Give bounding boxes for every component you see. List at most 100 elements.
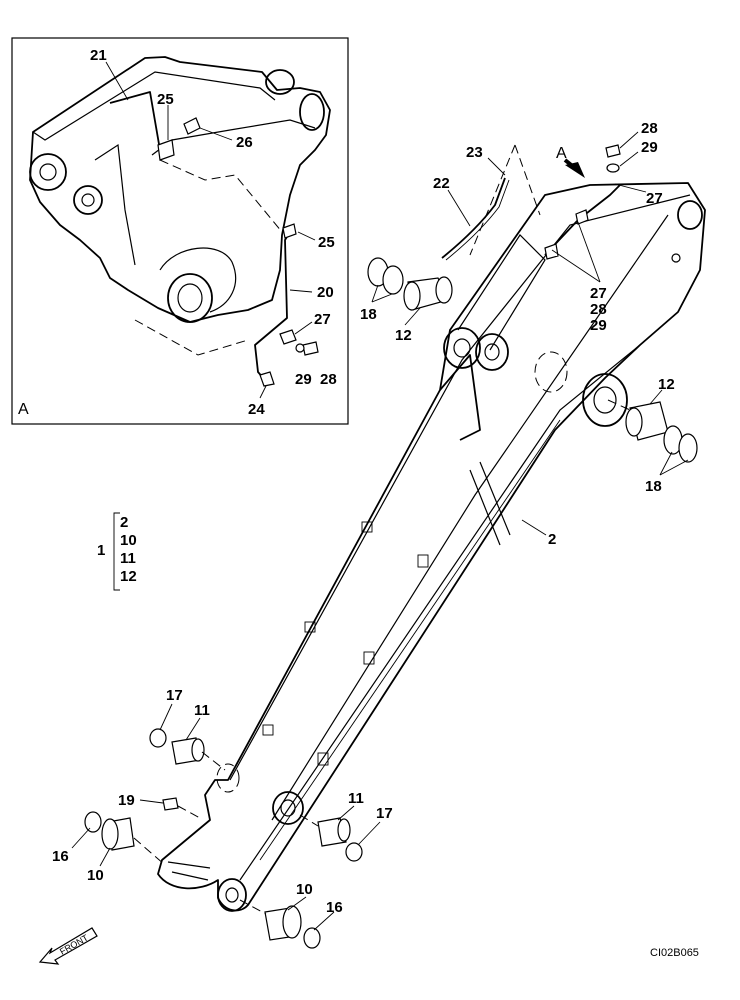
ring-17b [345, 842, 363, 862]
callout-29b: 29 [641, 139, 658, 156]
leader-12a [404, 307, 421, 326]
inset-right-lug [299, 93, 325, 131]
leader-10a [99, 847, 111, 867]
callout-10a: 10 [87, 867, 104, 884]
leader-22 [447, 189, 471, 227]
leader-18a-2 [371, 293, 393, 303]
boom-tip-eye [217, 878, 247, 912]
inset-plate-side [94, 143, 136, 266]
inset-guide-1 [159, 159, 283, 233]
dash-11a [201, 751, 226, 771]
boom-foot-eye-right [475, 333, 509, 371]
ring-18b-2 [678, 433, 698, 463]
leader-18b-1 [659, 451, 673, 476]
callout-11a: 11 [194, 702, 210, 719]
leader-21 [105, 61, 129, 101]
callout-26: 26 [236, 134, 253, 151]
callout-25b: 25 [318, 234, 335, 251]
callout-21: 21 [90, 47, 107, 64]
boom-tip-stripe [167, 861, 211, 881]
inset-frame [11, 37, 349, 425]
detail-view-a: A 21 25 26 25 20 27 29 28 24 [11, 37, 349, 425]
leader-10b [287, 896, 307, 911]
washer-29 [606, 163, 620, 173]
boom-dashed-tip [216, 763, 240, 793]
callout-17a: 17 [166, 687, 183, 704]
inset-big-boss [167, 273, 213, 323]
bushing-10a-flange [101, 818, 119, 850]
inset-clamp [157, 139, 175, 161]
inset-fitting-24 [259, 371, 275, 387]
boom-edge-lower [239, 344, 641, 881]
figure-code: CI02B065 [650, 947, 699, 959]
leader-25b [297, 231, 316, 241]
boom-cross-rib [469, 461, 511, 546]
bushing-11b-face [337, 818, 351, 842]
boom-cylinder-boss [582, 373, 628, 427]
boom-clip-2 [417, 554, 429, 568]
boom-foot-plate [439, 354, 481, 441]
callout-28b: 28 [641, 120, 658, 137]
callout-11b: 11 [348, 790, 364, 807]
boom-pipe-top [544, 184, 621, 256]
callout-22: 22 [433, 175, 450, 192]
assembly-item-1: 2 [120, 514, 128, 531]
bushing-11a-face [191, 738, 205, 762]
leader-17a [159, 703, 173, 731]
leader-16b [313, 911, 335, 931]
leader-20 [289, 289, 313, 293]
dash-19 [177, 805, 201, 819]
boom-clip-3 [304, 621, 316, 633]
leader-18b-2 [659, 459, 689, 476]
callout-28c: 28 [590, 301, 607, 318]
callout-29a: 29 [295, 371, 312, 388]
callout-18b: 18 [645, 478, 662, 495]
dash-10b [239, 899, 267, 915]
view-arrow-label: A [556, 145, 567, 162]
boom-head-lug [677, 200, 703, 230]
leader-27c-1 [577, 221, 601, 283]
inset-fitting-26 [183, 117, 201, 135]
boom-edge-inner [271, 214, 669, 821]
assembly-number: 1 [97, 542, 105, 559]
arrow-view-a-shaft [563, 158, 582, 174]
inset-fitting-25 [282, 223, 297, 239]
callout-2: 2 [548, 531, 556, 548]
callout-20: 20 [317, 284, 334, 301]
inset-bolt-28 [302, 341, 319, 356]
boom-tip-eye-inner [225, 887, 239, 903]
front-indicator: FRONT [38, 927, 98, 965]
inset-eye-mid [73, 185, 103, 215]
boom-dashed-circle [534, 351, 568, 393]
callout-18a: 18 [360, 306, 377, 323]
ring-18a-2 [382, 265, 404, 295]
callout-27a: 27 [314, 311, 331, 328]
inset-eye-mid-inner [81, 193, 95, 207]
inset-washer-29 [295, 343, 305, 353]
hose-22 [441, 177, 506, 259]
inset-bracket-27 [279, 329, 297, 345]
assembly-key: 1 2 10 11 12 [97, 512, 137, 591]
boom-cylinder-boss-inner [593, 386, 617, 414]
ring-16b [303, 927, 321, 949]
callout-27b: 27 [646, 190, 663, 207]
inset-plate-edge [151, 119, 316, 156]
front-arrow-icon [38, 927, 98, 965]
dash-hose [514, 144, 541, 216]
dash-11b [299, 814, 319, 827]
boom-foot-eye-right-inner [484, 343, 500, 361]
callout-16b: 16 [326, 899, 343, 916]
boom-clip-1 [361, 521, 373, 533]
leader-19 [139, 799, 164, 804]
inset-disc [159, 247, 237, 313]
boom-pipe-clamps [544, 209, 589, 260]
boom-foot-eye-left [443, 327, 481, 369]
bushing-12a-back [403, 281, 421, 311]
bushing-10b-flange [282, 905, 302, 939]
dash-12b [607, 399, 631, 411]
leader-23 [487, 157, 506, 176]
leader-2 [521, 519, 547, 536]
boom-mid-boss [272, 791, 304, 825]
callout-29c: 29 [590, 317, 607, 334]
fitting-19 [162, 797, 179, 811]
